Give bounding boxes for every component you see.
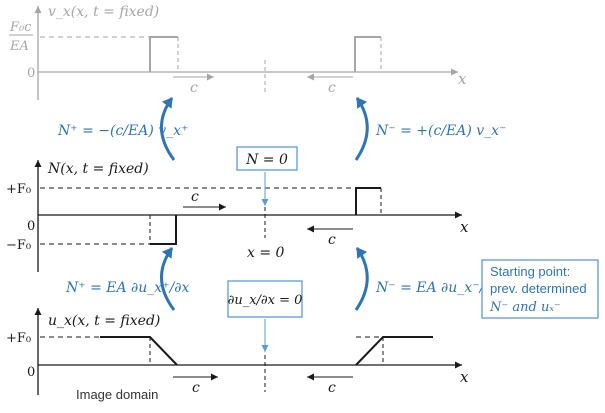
left-curved-arrow-upper [160,97,176,161]
velocity-y-label: v_x(x, t = fixed) [48,4,159,20]
force-right-arrow-label: c [328,232,336,248]
strain-zero-box [227,280,303,318]
velocity-right-arrow-label: c [328,80,336,96]
force-strain-relations: N⁺ = EA ∂u_x⁺/∂x N⁻ = EA ∂u_x⁻/∂x [65,247,500,311]
force-panel: c c N(x, t = fixed) +F₀ −F₀ 0 x x = 0 N … [6,146,469,272]
strain-right-ramp [355,336,433,366]
velocity-force-relations: N⁺ = −(c/EA) v_x⁺ N⁻ = +(c/EA) v_x⁻ [57,97,506,161]
velocity-x-label: x [458,70,467,88]
strain-ytick-positive: +F₀ [6,331,31,346]
force-y-label: N(x, t = fixed) [47,161,149,177]
n-zero-label: N = 0 [245,152,288,168]
velocity-left-arrow-label: c [190,80,198,96]
relation-n-minus-strain: N⁻ = EA ∂u_x⁻/∂x [375,280,500,296]
right-curved-arrow-lower [354,247,369,311]
force-ytick-negative: −F₀ [6,238,31,253]
strain-origin: 0 [27,365,35,380]
starting-point-line2: prev. determined [490,281,587,296]
force-negative-pulse [150,215,177,245]
force-origin: 0 [27,219,35,234]
velocity-panel: c c v_x(x, t = fixed) F₀c EA 0 x [9,4,467,100]
relation-n-plus-velocity: N⁺ = −(c/EA) v_x⁺ [57,123,188,139]
strain-left-ramp [100,336,178,366]
strain-y-label: u_x(x, t = fixed) [48,313,160,329]
velocity-left-pulse [149,36,178,72]
force-x-label: x [460,218,469,236]
strain-right-arrow-label: c [328,380,336,396]
starting-point-box [481,259,599,319]
strain-panel: c c u_x(x, t = fixed) +F₀ 0 x Image doma… [6,280,469,402]
force-positive-pulse [355,187,381,215]
strain-x-label: x [460,368,469,386]
relation-n-minus-velocity: N⁻ = +(c/EA) v_x⁻ [375,123,506,139]
image-domain-label: Image domain [76,387,158,402]
velocity-right-pulse [354,36,381,72]
left-curved-arrow-lower [160,247,176,311]
strain-zero-label: ∂u_x/∂x = 0 [228,293,303,308]
strain-left-arrow-label: c [192,380,200,396]
starting-point-line1: Starting point: [490,264,570,279]
right-curved-arrow-upper [354,97,369,161]
starting-point-line3: N⁻ and uₓ⁻ [489,300,561,315]
starting-point-callout: Starting point: prev. determined N⁻ and … [481,259,599,319]
force-left-arrow-label: c [191,189,199,205]
relation-n-plus-strain: N⁺ = EA ∂u_x⁺/∂x [65,280,190,296]
velocity-origin: 0 [27,66,35,81]
velocity-ytick-denominator: EA [9,39,29,54]
velocity-ytick-numerator: F₀c [9,20,32,35]
force-center-label: x = 0 [247,245,285,261]
force-ytick-positive: +F₀ [6,182,31,197]
n-zero-box [236,146,298,171]
